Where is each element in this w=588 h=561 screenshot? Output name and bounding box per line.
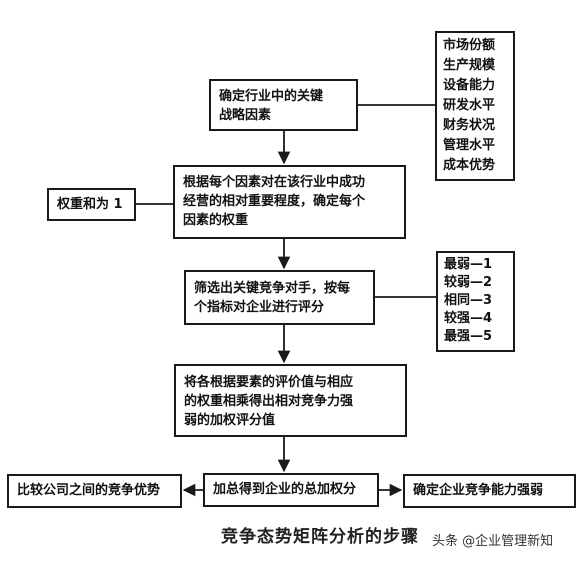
- step-rate-competitors: 筛选出关键竞争对手，按每 个指标对企业进行评分: [184, 270, 375, 325]
- watermark: 头条 @企业管理新知: [432, 534, 554, 549]
- scale-item: 最强—5: [444, 329, 493, 344]
- factor-item: 生产规模: [443, 58, 496, 73]
- step-text-line: 根据每个因素对在该行业中成功: [183, 175, 366, 190]
- step-text-line: 个指标对企业进行评分: [194, 300, 325, 315]
- step-weighted-scores: 将各根据要素的评价值与相应 的权重相乘得出相对竞争力强 弱的加权评分值: [174, 364, 407, 437]
- scale-item: 相同—3: [444, 293, 493, 308]
- rating-scale-list: 最弱—1 较弱—2 相同—3 较强—4 最强—5: [436, 251, 515, 352]
- step-identify-key-factors: 确定行业中的关键 战略因素: [209, 79, 358, 131]
- compare-advantage-text: 比较公司之间的竞争优势: [17, 483, 161, 498]
- step-text-line: 的权重相乘得出相对竞争力强: [184, 394, 354, 409]
- scale-item: 最弱—1: [444, 257, 493, 272]
- step-text-line: 确定行业中的关键: [219, 89, 324, 104]
- key-factors-list: 市场份额 生产规模 设备能力 研发水平 财务状况 管理水平 成本优势: [435, 31, 515, 181]
- step-text-line: 加总得到企业的总加权分: [213, 482, 357, 497]
- step-text-line: 经营的相对重要程度，确定每个: [183, 194, 366, 209]
- step-text-line: 因素的权重: [183, 213, 249, 228]
- step-text-line: 弱的加权评分值: [184, 413, 276, 428]
- confirm-strength-box: 确定企业竞争能力强弱: [403, 474, 576, 508]
- step-text-line: 筛选出关键竞争对手，按每: [194, 281, 351, 296]
- step-text-line: 将各根据要素的评价值与相应: [184, 375, 354, 390]
- weight-sum-note: 权重和为 1: [47, 188, 136, 221]
- factor-item: 研发水平: [443, 98, 496, 113]
- compare-advantage-box: 比较公司之间的竞争优势: [7, 474, 182, 508]
- factor-item: 财务状况: [443, 118, 496, 133]
- scale-item: 较强—4: [444, 311, 493, 326]
- figure-caption: 竞争态势矩阵分析的步骤: [221, 527, 419, 547]
- factor-item: 设备能力: [443, 78, 496, 93]
- factor-item: 成本优势: [443, 158, 496, 173]
- step-total-weighted-score: 加总得到企业的总加权分: [203, 473, 379, 507]
- factor-item: 市场份额: [443, 38, 496, 53]
- scale-item: 较弱—2: [444, 275, 493, 290]
- step-assign-weights: 根据每个因素对在该行业中成功 经营的相对重要程度，确定每个 因素的权重: [173, 165, 406, 239]
- step-text-line: 战略因素: [219, 108, 272, 123]
- weight-sum-text: 权重和为 1: [57, 197, 123, 212]
- confirm-strength-text: 确定企业竞争能力强弱: [413, 483, 544, 498]
- factor-item: 管理水平: [443, 138, 496, 153]
